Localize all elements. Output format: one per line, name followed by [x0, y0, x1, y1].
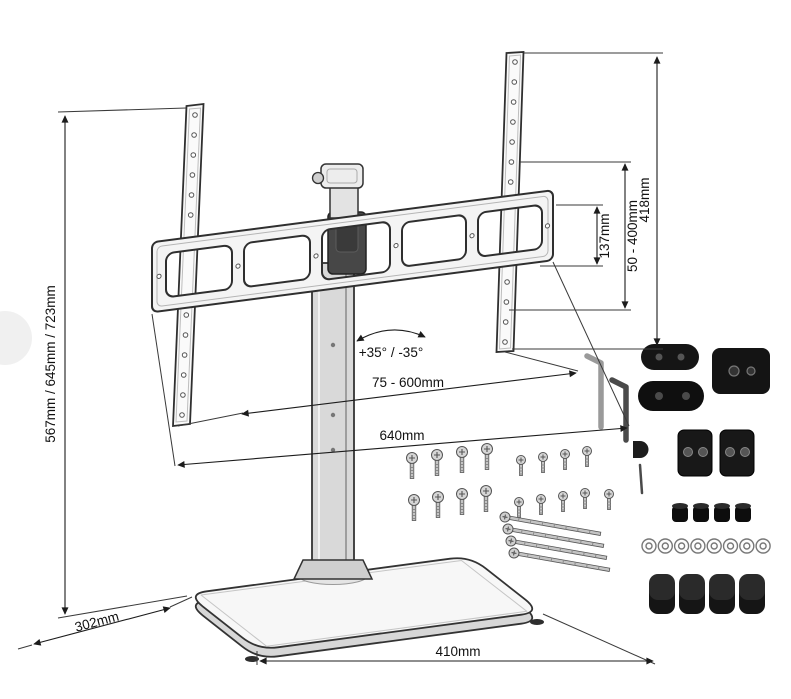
screw-icon — [407, 493, 421, 522]
dim-vesa-width: 75 - 600mm — [177, 351, 579, 427]
dim-vesa-height: 50 - 400mm — [509, 161, 640, 311]
angle-bracket-icon — [677, 429, 713, 477]
screw-icon — [455, 487, 469, 516]
dim-base-width-label: 410mm — [435, 644, 480, 659]
column-foot — [292, 559, 374, 580]
dim-depth: 302mm — [17, 596, 193, 650]
screw-icon — [479, 484, 493, 513]
rail-holes — [502, 59, 518, 345]
swivel-angle-label: +35° / -35° — [359, 345, 423, 360]
allen-key-icon — [584, 353, 604, 430]
screw-icon — [604, 489, 614, 510]
screw-icon — [580, 488, 590, 509]
spacer-icon — [735, 503, 751, 522]
tilt-knob-icon — [311, 171, 325, 185]
screw-icon — [558, 491, 568, 512]
screw-icon — [582, 446, 592, 467]
dim-vesa-height-label: 50 - 400mm — [625, 200, 640, 272]
vesa-rail-left — [172, 102, 205, 428]
screw-icon — [431, 490, 445, 519]
adapter-oval-icon — [638, 381, 704, 411]
angle-bracket-icon — [719, 429, 755, 477]
dim-bracket-width-label: 640mm — [379, 428, 424, 443]
dim-rail-length-label: 418mm — [637, 177, 652, 222]
screw-icon — [536, 494, 546, 515]
screw-icon — [560, 449, 570, 470]
base-foot-pad-icon — [530, 619, 544, 625]
screw-icon — [538, 452, 548, 473]
dim-hole-spacing: 137mm — [540, 204, 612, 267]
screw-icon — [455, 445, 469, 474]
foam-pad-icon — [709, 574, 735, 614]
d-hook-icon — [633, 441, 649, 458]
dim-bracket-width: 640mm — [151, 261, 630, 468]
base-foot-pad-icon — [245, 656, 259, 662]
rail-holes — [179, 112, 198, 418]
screw-icon — [430, 448, 444, 477]
screw-icon — [516, 455, 526, 476]
foam-pad-icon — [649, 574, 675, 614]
pin-icon — [638, 463, 644, 495]
mount-bar — [151, 189, 554, 313]
spacer-icon — [714, 503, 730, 522]
washer-row — [641, 538, 771, 554]
stand-column — [292, 262, 374, 580]
screw-icon — [514, 497, 524, 518]
allen-key-icon — [609, 377, 629, 443]
dim-depth-label: 302mm — [73, 609, 120, 635]
dim-height: 567mm / 645mm / 723mm — [43, 107, 188, 619]
bar-screw-holes — [156, 223, 551, 279]
dim-swivel: +35° / -35° — [356, 329, 426, 360]
dim-base-width: 410mm — [256, 613, 656, 665]
hardware-kit — [405, 344, 771, 614]
screw-icon — [405, 451, 419, 480]
dim-height-label: 567mm / 645mm / 723mm — [43, 285, 58, 443]
screw-icon — [480, 442, 494, 471]
watermark-circle-icon — [0, 311, 32, 365]
adapter-plate-icon — [712, 348, 770, 394]
dim-hole-spacing-label: 137mm — [597, 213, 612, 258]
adapter-oval-icon — [641, 344, 699, 370]
foam-pad-icon — [739, 574, 765, 614]
spacer-icon — [693, 503, 709, 522]
dim-rail-length: 418mm — [512, 52, 663, 350]
spacer-icon — [672, 503, 688, 522]
foam-pad-icon — [679, 574, 705, 614]
dim-vesa-width-label: 75 - 600mm — [372, 375, 444, 390]
